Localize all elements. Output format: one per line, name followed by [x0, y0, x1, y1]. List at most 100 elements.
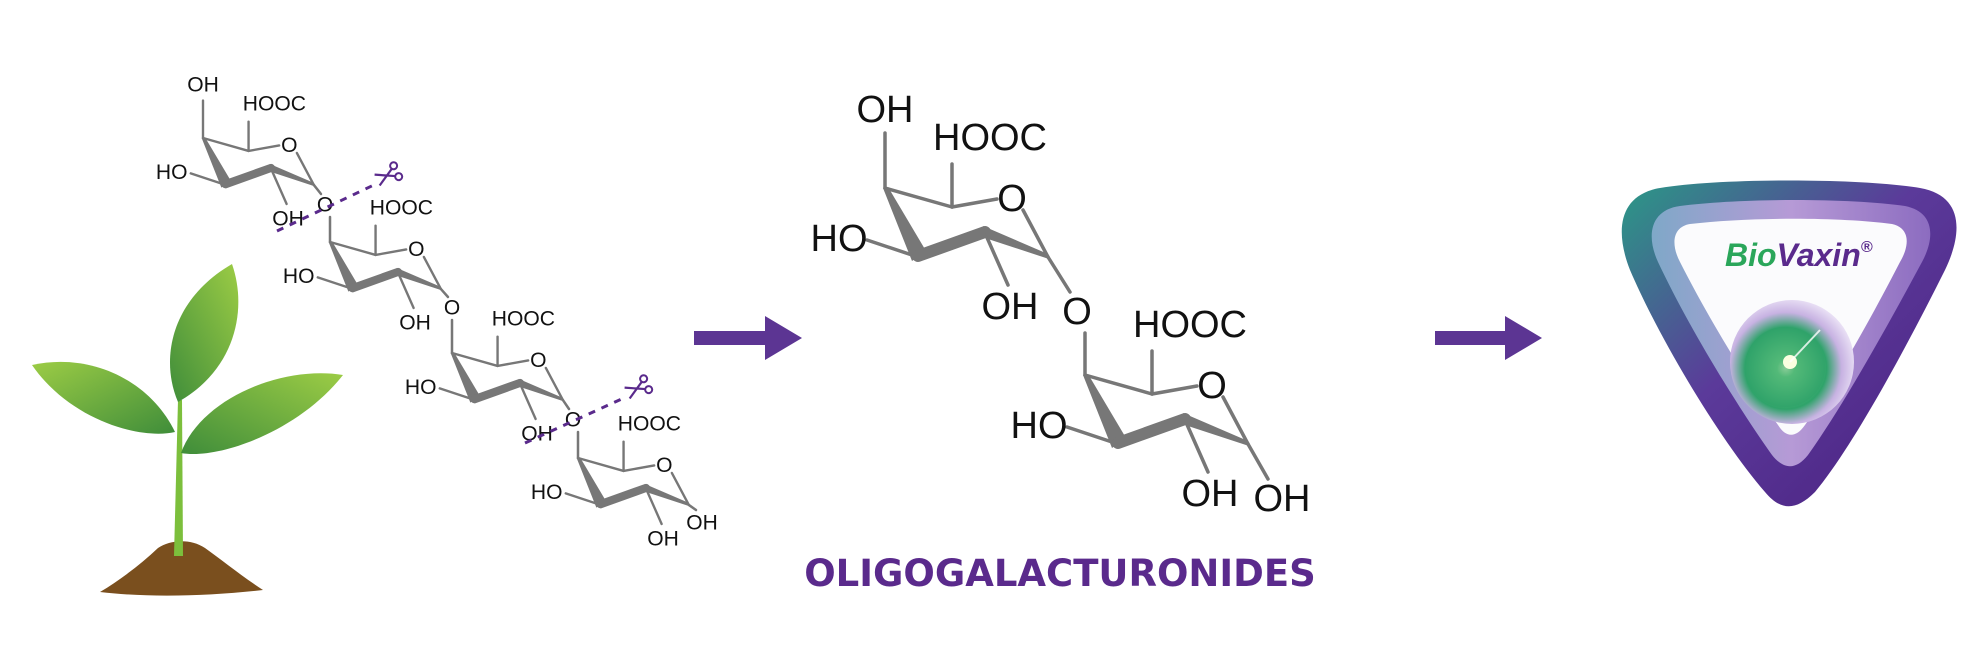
cut-line	[276, 181, 379, 233]
wedge-bond	[644, 483, 690, 507]
wedge-bond	[983, 226, 1049, 259]
hydroxyl-label: HO	[283, 265, 315, 288]
glycosidic-oxygen-label: O	[444, 297, 460, 320]
soil-mound	[100, 541, 263, 596]
bond	[201, 136, 250, 153]
cleavage-site	[524, 374, 654, 445]
ring-oxygen-label: O	[281, 134, 297, 157]
arrow-right-icon	[1435, 316, 1542, 360]
wedge-bond	[269, 163, 315, 187]
logo-sphere-ray	[1789, 329, 1821, 363]
wedge-bond	[596, 483, 651, 509]
bond	[1183, 418, 1210, 474]
wedge-bond	[1183, 413, 1249, 446]
wedge-bond	[576, 457, 606, 508]
scissors-icon	[374, 161, 404, 187]
cleavage-sites	[276, 161, 654, 445]
hydroxyl-label: OH	[982, 286, 1039, 328]
wedge-bond	[518, 378, 564, 402]
galacturonic-acid-ring: HOOC O HO OH	[531, 413, 691, 550]
ring-oxygen-label: O	[1197, 365, 1227, 407]
bond	[269, 167, 288, 206]
leaf-top	[169, 264, 239, 402]
bond	[496, 359, 530, 368]
scissors-icon	[624, 374, 654, 400]
glycosidic-bond	[439, 287, 450, 299]
carboxyl-label: HOOC	[1133, 304, 1247, 346]
bond	[883, 186, 954, 209]
leaf-left	[32, 361, 175, 434]
bond	[1150, 384, 1199, 396]
bond	[1083, 373, 1154, 396]
ring-oxygen-label: O	[530, 349, 546, 372]
glycosidic-bond	[687, 503, 698, 512]
bond	[670, 471, 691, 507]
glycosidic-bond	[561, 398, 571, 411]
bond	[295, 151, 316, 187]
carboxyl-label: HOOC	[933, 117, 1047, 159]
galacturonic-acid-ring: OH HOOC O HO OH	[811, 89, 1050, 328]
wedge-bond	[470, 378, 525, 404]
hydroxyl-label: OH	[272, 207, 304, 230]
wedge-bond	[396, 267, 442, 291]
hydroxyl-label: HO	[531, 481, 563, 504]
bond	[518, 382, 537, 421]
bond	[422, 255, 443, 291]
cut-line	[524, 395, 627, 445]
hydroxyl-label: OH	[1182, 473, 1239, 515]
carboxyl-label: HOOC	[618, 413, 681, 436]
logo-wordmark: BioVaxin®	[1725, 237, 1873, 273]
bond	[983, 231, 1010, 287]
wedge-bond	[1112, 413, 1191, 449]
carboxyl-label: HOOC	[243, 93, 306, 116]
leaf-right	[181, 373, 343, 455]
biovaxin-logo: BioVaxin®	[1621, 180, 1957, 507]
product-title: OLIGOGALACTURONIDES	[804, 552, 1316, 595]
bond	[374, 248, 408, 257]
anomeric-hydroxyl-label: OH	[1254, 478, 1311, 520]
hydroxyl-label: OH	[857, 89, 914, 131]
ring-oxygen-label: O	[656, 454, 672, 477]
ring-oxygen-label: O	[408, 238, 424, 261]
hydroxyl-label: OH	[647, 527, 679, 550]
glycosidic-bond	[1246, 442, 1270, 481]
bond	[622, 464, 656, 473]
hydroxyl-label: HO	[1011, 405, 1068, 447]
carboxyl-label: HOOC	[370, 197, 433, 220]
ring-oxygen-label: O	[997, 178, 1027, 220]
galacturonic-acid-ring: OH HOOC O HO OH	[156, 73, 316, 230]
bond	[644, 487, 663, 526]
wedge-bond	[450, 352, 480, 403]
hydroxyl-label: HO	[156, 161, 188, 184]
wedge-bond	[328, 241, 358, 292]
glycosidic-oxygen-label: O	[1062, 291, 1092, 333]
arrow-right-icon	[694, 316, 802, 360]
glycosidic-bond	[1046, 255, 1072, 294]
hydroxyl-label: OH	[399, 311, 431, 334]
wedge-bond	[1083, 374, 1126, 448]
hydroxyl-label: HO	[405, 376, 437, 399]
bond	[328, 240, 377, 257]
bond	[1221, 395, 1250, 446]
carboxyl-label: HOOC	[492, 308, 555, 331]
bond	[544, 366, 565, 402]
glycosidic-oxygen-label: O	[565, 409, 581, 432]
bond	[396, 271, 415, 310]
logo-sphere-core	[1745, 327, 1825, 407]
galacturonic-acid-ring: HOOC O HO OH	[1011, 304, 1250, 515]
cleavage-site	[276, 161, 404, 233]
wedge-bond	[912, 226, 991, 262]
glycosidic-bond	[312, 183, 323, 196]
hydroxyl-label: HO	[811, 218, 868, 260]
bond	[950, 197, 999, 209]
bond	[247, 144, 281, 153]
wedge-bond	[348, 267, 403, 293]
plant-stem	[174, 400, 183, 556]
hydroxyl-label: OH	[187, 73, 219, 96]
bond	[576, 456, 625, 473]
wedge-bond	[221, 163, 276, 189]
